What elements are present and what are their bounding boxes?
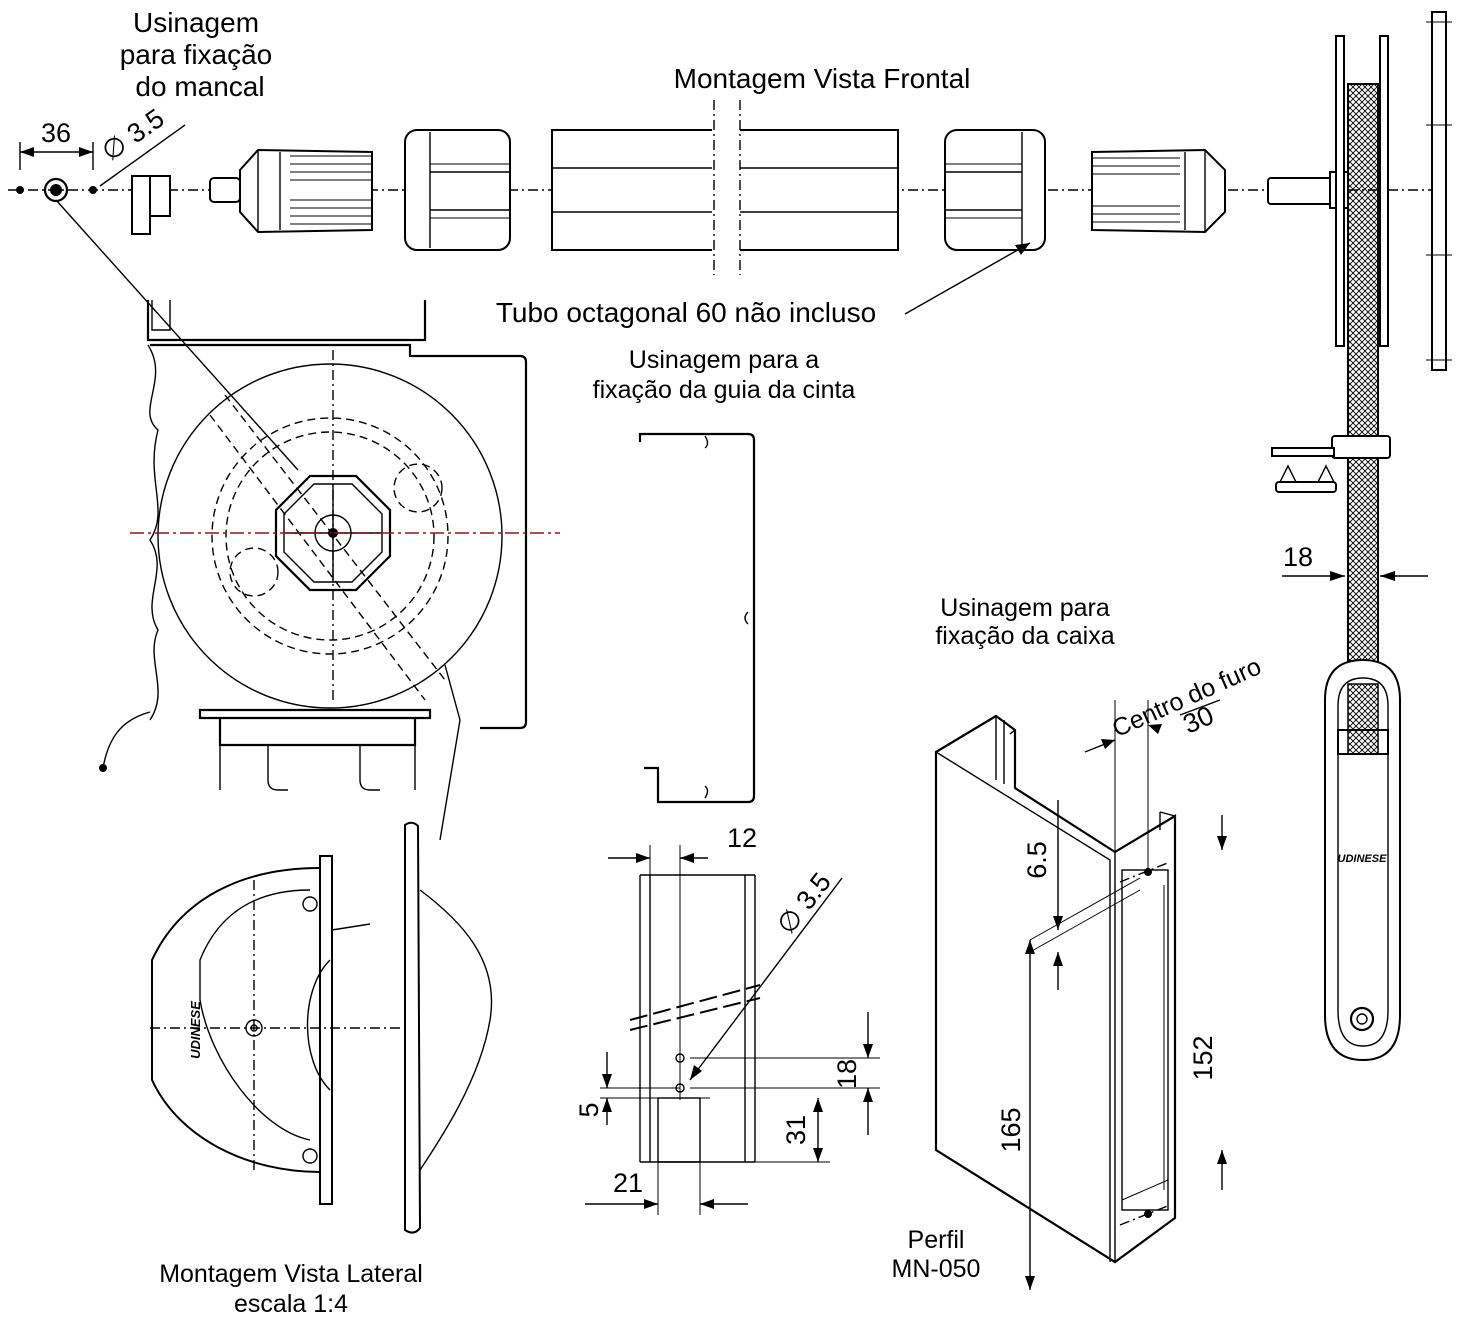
label-perfil-line1: Perfil	[908, 1226, 965, 1254]
brand-mark-handle: UDINESE	[1338, 853, 1388, 865]
label-usinagem-guia-line2: fixação da guia da cinta	[593, 376, 856, 404]
dim-21-text: 21	[613, 1168, 643, 1198]
octagonal-tube	[551, 100, 899, 275]
brand-mark-lateral: UDINESE	[188, 1001, 203, 1059]
dim-31-text: 31	[781, 1115, 811, 1145]
dimension-36: 36	[19, 118, 94, 170]
dim-18-mid-text: 18	[832, 1059, 862, 1089]
label-tubo: Tubo octagonal 60 não incluso	[496, 297, 876, 328]
label-usinagem-guia-line1: Usinagem para a	[629, 346, 819, 374]
end-cap-left	[209, 148, 373, 234]
dim-36-text: 36	[41, 118, 71, 148]
dim-6-5-text: 6.5	[1022, 841, 1052, 879]
adapter-right	[944, 129, 1046, 251]
label-usinagem-mancal-line1: Usinagem	[133, 7, 259, 38]
label-montagem-frontal: Montagem Vista Frontal	[674, 63, 971, 94]
label-usinagem-mancal: Usinagem para fixação do mancal	[120, 7, 273, 102]
belt-assembly: 18 UDINESE	[1271, 11, 1452, 1062]
dim-18-right-text: 18	[1283, 542, 1313, 572]
adapter-left	[404, 129, 511, 251]
lateral-assembly: UDINESE Montagem Vista Lateral escala 1:…	[150, 821, 493, 1318]
dim-5-text: 5	[574, 1102, 604, 1117]
dimension-dia-3-5-top: ∅ 3.5	[96, 103, 186, 187]
label-montagem-lateral-line1: Montagem Vista Lateral	[159, 1260, 423, 1288]
label-perfil-line2: MN-050	[892, 1255, 981, 1283]
dim-165-text: 165	[996, 1107, 1026, 1152]
label-usinagem-caixa-line1: Usinagem para	[940, 594, 1110, 622]
end-cap-right	[1091, 148, 1226, 234]
box-profile-3d: Centro do furo 30 6.5 165 152 Perfil MN-…	[892, 652, 1265, 1290]
label-usinagem-mancal-line2: para fixação	[120, 39, 273, 70]
small-bracket	[131, 175, 171, 235]
guide-detail: 12 ∅ 3.5 18 5 31 21	[574, 823, 880, 1215]
box-side-view	[55, 199, 560, 841]
dim-152-text: 152	[1188, 1035, 1218, 1080]
label-usinagem-mancal-line3: do mancal	[135, 71, 264, 102]
dim-12-text: 12	[727, 823, 757, 853]
label-usinagem-caixa-line2: fixação da caixa	[935, 622, 1114, 650]
guide-profile	[638, 432, 756, 804]
label-montagem-lateral-line2: escala 1:4	[234, 1290, 348, 1318]
dim-dia-top-text: ∅ 3.5	[96, 103, 169, 167]
